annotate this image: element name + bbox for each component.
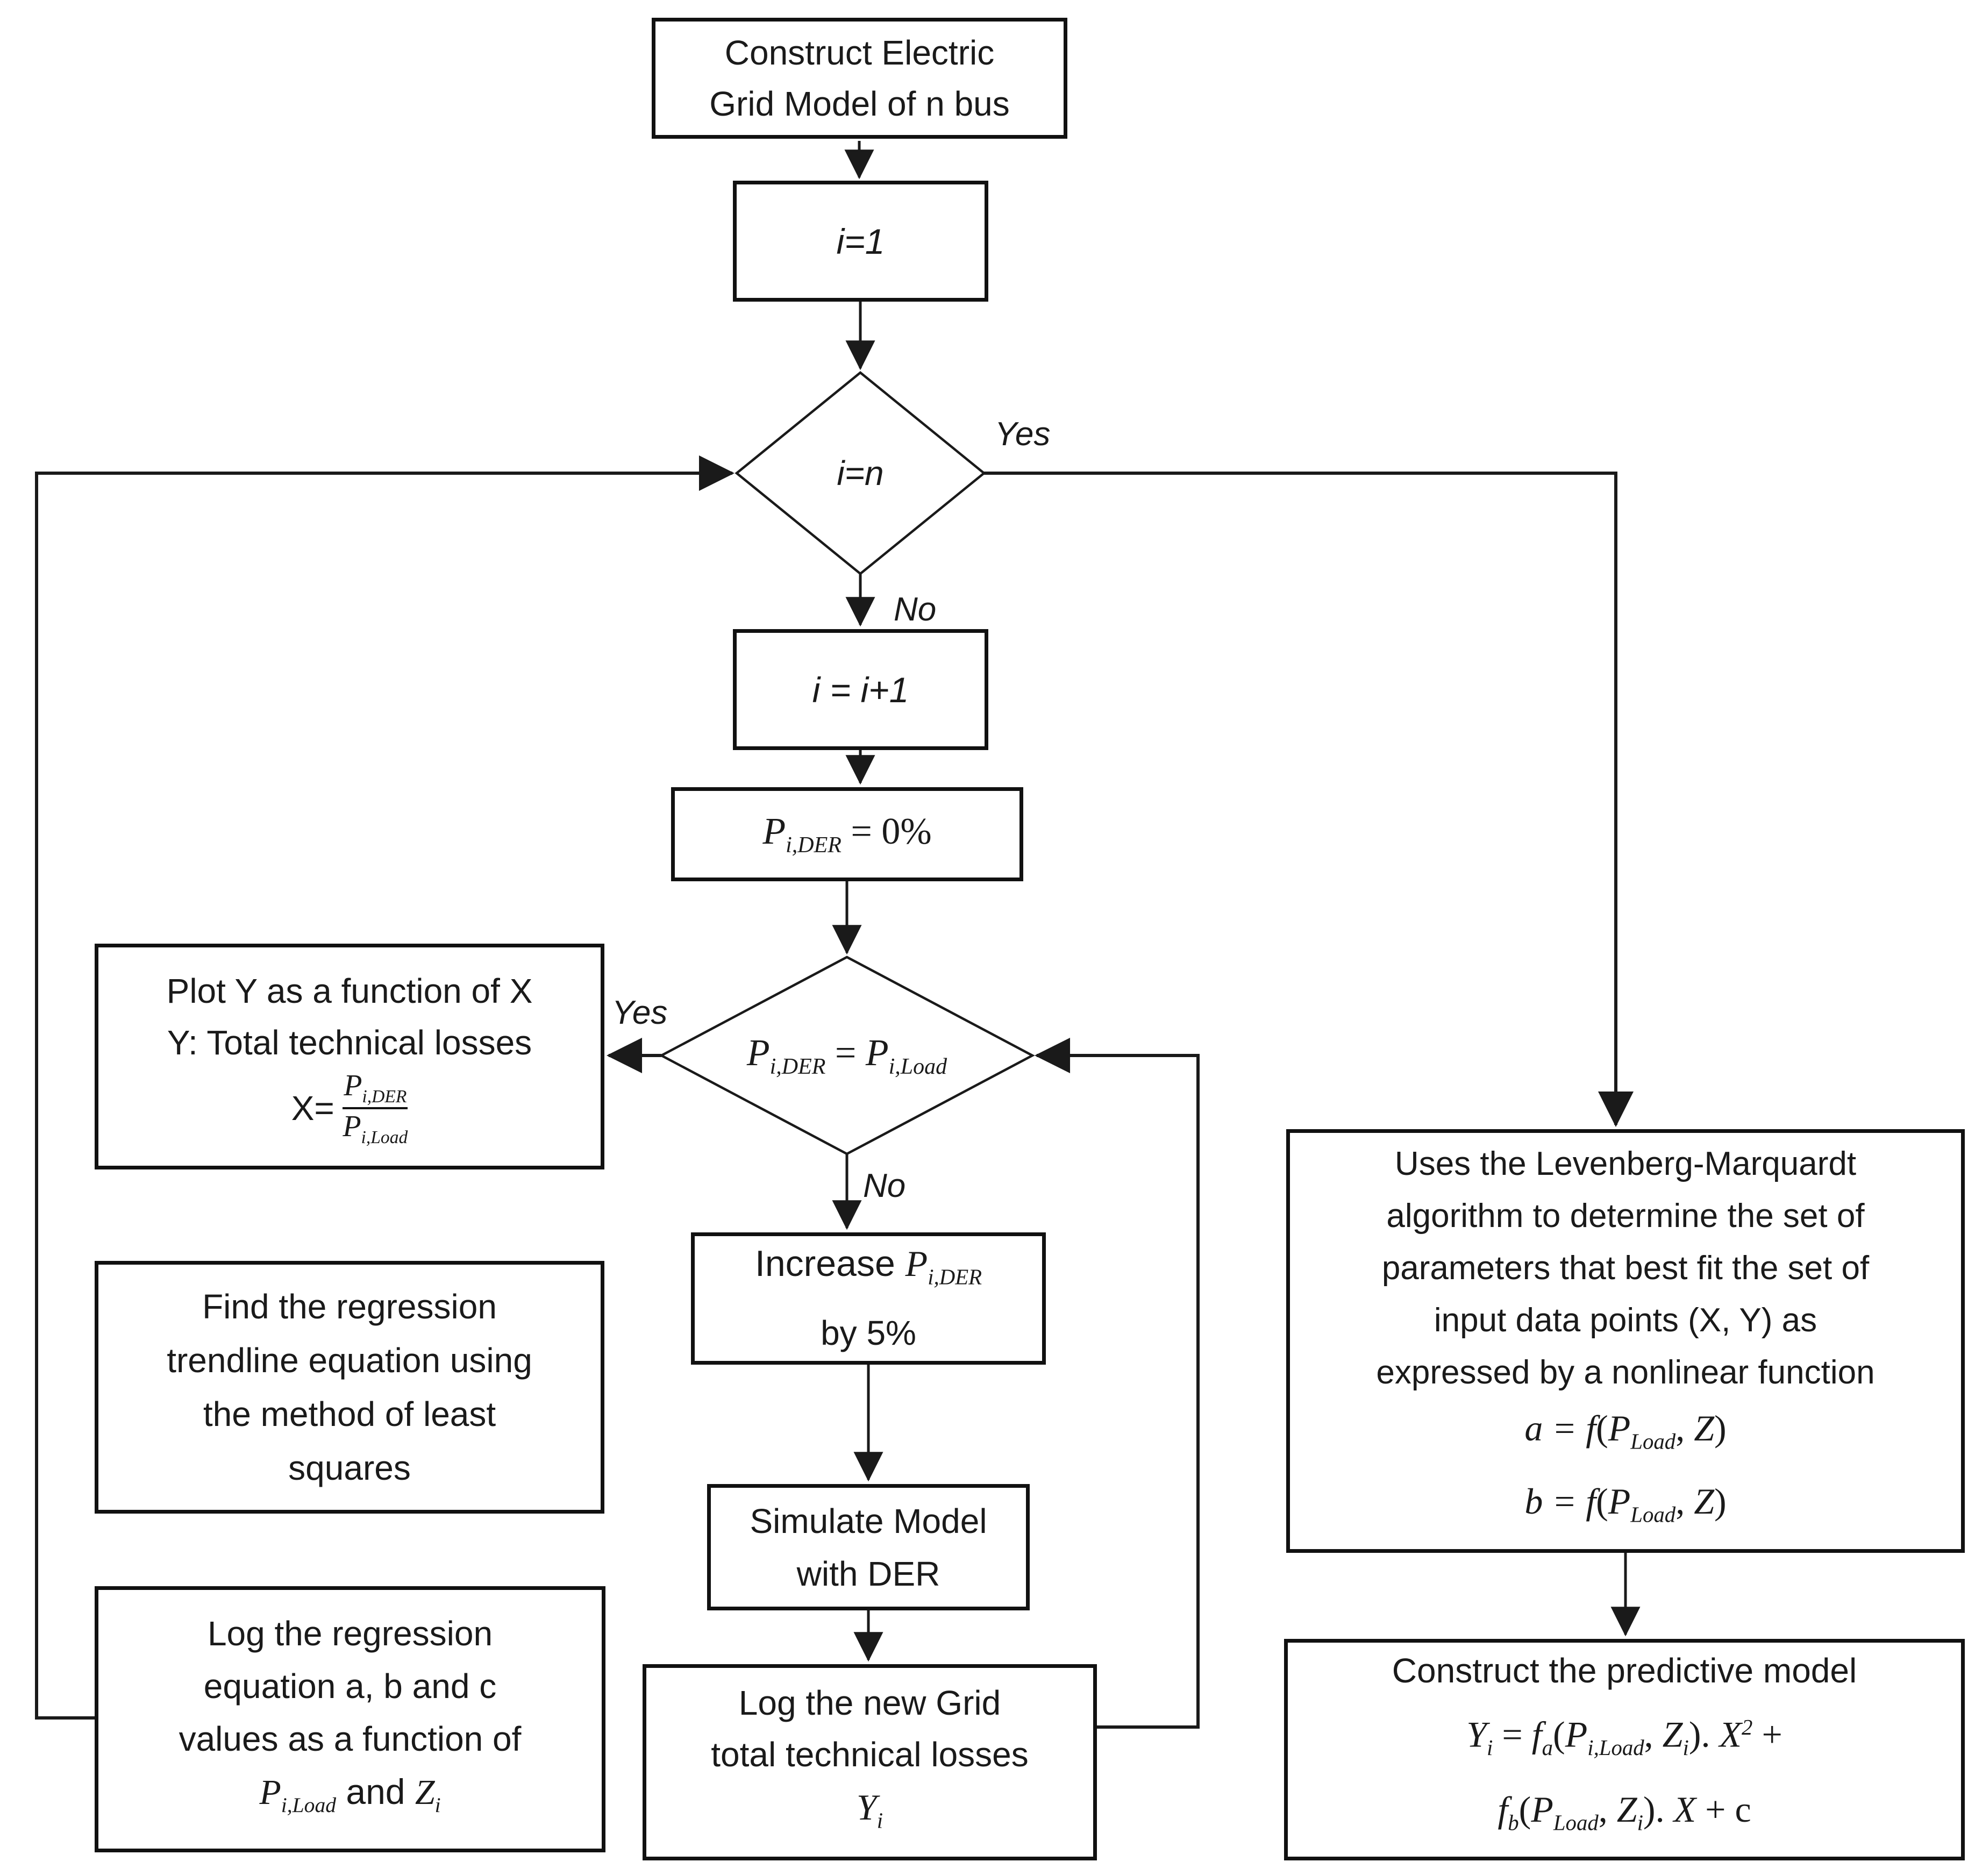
- box-simulate-model: Simulate Model with DER: [707, 1484, 1030, 1610]
- box-construct-grid-model: Construct Electric Grid Model of n bus: [652, 18, 1067, 139]
- box-text-line: trendline equation using: [167, 1341, 532, 1380]
- box-pder-zero: Pi,DER = 0%: [671, 787, 1023, 881]
- fraction-numerator: Pi,DER: [344, 1068, 407, 1107]
- decision-pder-equals-pload-label: Pi,DER = Pi,Load: [672, 1023, 1022, 1088]
- math-expression: Pi,DER = Pi,Load: [746, 1032, 947, 1079]
- math-expression: b = f(PLoad, Z): [1524, 1480, 1727, 1527]
- box-levenberg-marquardt: Uses the Levenberg-Marquardt algorithm t…: [1286, 1129, 1965, 1553]
- box-init-i: i=1: [733, 181, 988, 302]
- box-text-line: by 5%: [821, 1314, 916, 1353]
- decision-pder-equals-pload-shape: [659, 955, 1035, 1155]
- decision-i-equals-n-label: i=n: [780, 447, 941, 499]
- box-text-line: with DER: [796, 1554, 940, 1593]
- box-text-line: Y: Total technical losses: [167, 1023, 532, 1062]
- box-text-line: values as a function of: [179, 1719, 522, 1758]
- math-expression: Pi,DER = 0%: [762, 811, 932, 858]
- arrow-check-yes-to-levenberg: [984, 472, 1634, 1127]
- box-plot-y-function-x: Plot Y as a function of X Y: Total techn…: [95, 944, 604, 1169]
- math-expression: Pi,Load and Zi: [259, 1771, 441, 1817]
- box-text-line: Grid Model of n bus: [709, 84, 1010, 123]
- box-text-line: squares: [288, 1449, 411, 1487]
- box-construct-predictive-model: Construct the predictive model Yi = fa(P…: [1284, 1639, 1965, 1860]
- arrow-loglosses-feedback-to-decision: [1035, 1038, 1200, 1729]
- box-increment-i: i = i+1: [733, 629, 988, 750]
- math-expression: Increase Pi,DER: [754, 1243, 982, 1289]
- label-yes-left: Yes: [612, 994, 668, 1031]
- x-equals-prefix: X=: [291, 1088, 334, 1128]
- box-text-line: equation a, b and c: [203, 1666, 497, 1706]
- box-text-line: Plot Y as a function of X: [166, 971, 533, 1010]
- box-text-line: i=1: [836, 221, 885, 261]
- box-text-line: Find the regression: [202, 1287, 497, 1326]
- box-text-line: total technical losses: [711, 1735, 1029, 1774]
- math-expression: a = f(PLoad, Z): [1524, 1408, 1727, 1454]
- box-increase-pder: Increase Pi,DER by 5%: [691, 1232, 1046, 1365]
- math-fraction-line: X= Pi,DER Pi,Load: [98, 1068, 601, 1149]
- math-expression: Yi: [856, 1786, 883, 1833]
- box-text-line: algorithm to determine the set of: [1386, 1197, 1865, 1235]
- fraction: Pi,DER Pi,Load: [343, 1068, 408, 1149]
- math-expression: Yi = fa(Pi,Load, Zi). X2 +: [1466, 1714, 1783, 1760]
- box-text-line: Uses the Levenberg-Marquardt: [1394, 1145, 1857, 1182]
- math-expression: fb(PLoad, Zi). X + c: [1498, 1789, 1751, 1835]
- box-log-regression-equation: Log the regression equation a, b and c v…: [95, 1586, 605, 1852]
- box-text-line: Log the regression: [207, 1614, 493, 1653]
- label-yes-top: Yes: [995, 416, 1051, 453]
- box-text-line: i = i+1: [812, 669, 909, 710]
- box-text-line: Log the new Grid: [738, 1683, 1001, 1722]
- box-text-line: expressed by a nonlinear function: [1376, 1354, 1875, 1391]
- box-find-regression-trendline: Find the regression trendline equation u…: [95, 1261, 604, 1514]
- box-log-new-grid-losses: Log the new Grid total technical losses …: [643, 1664, 1097, 1860]
- box-text-line: Simulate Model: [750, 1501, 987, 1540]
- box-text-line: the method of least: [203, 1395, 496, 1433]
- label-no-top: No: [894, 591, 937, 628]
- decision-i-equals-n-shape: [735, 371, 986, 575]
- decision-text: i=n: [837, 454, 884, 493]
- box-text-line: parameters that best fit the set of: [1381, 1250, 1870, 1287]
- box-text-line: input data points (X, Y) as: [1434, 1302, 1817, 1339]
- box-text-line: Construct Electric: [724, 33, 995, 72]
- label-no-mid: No: [863, 1167, 906, 1204]
- box-text-line: Construct the predictive model: [1392, 1651, 1857, 1690]
- arrow-logregression-loop-to-check: [35, 455, 735, 1720]
- fraction-denominator: Pi,Load: [343, 1107, 408, 1148]
